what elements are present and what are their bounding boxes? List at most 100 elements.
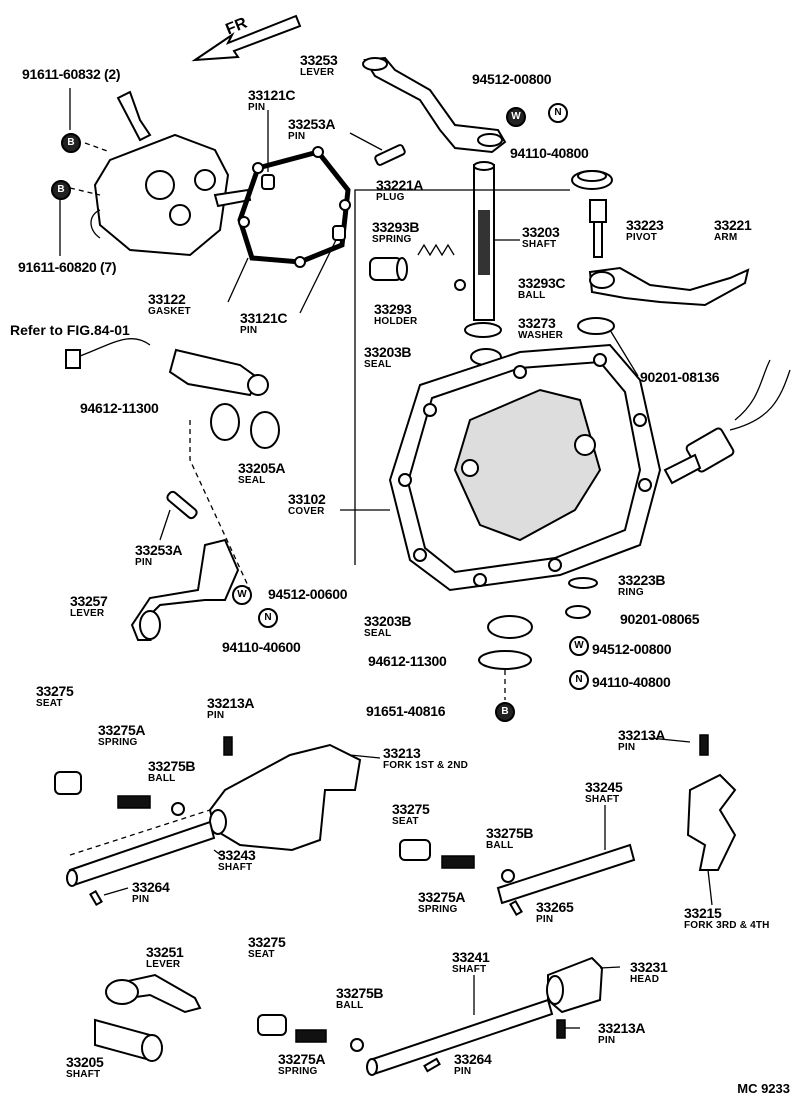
seal-33203b-bottom bbox=[487, 615, 533, 639]
seal-33205a bbox=[250, 411, 280, 449]
arm-33221 bbox=[588, 266, 750, 307]
nut-symbol-top: N bbox=[548, 103, 568, 123]
pin-33213a-bottom bbox=[556, 1019, 566, 1039]
callout-nut-94110-40800-top: 94110-40800 bbox=[510, 145, 589, 161]
shaft-33203 bbox=[473, 161, 495, 321]
sensor-left bbox=[65, 338, 269, 397]
nut-symbol-left: N bbox=[258, 608, 278, 628]
plug-33221a bbox=[571, 170, 613, 190]
callout-gasket-90201-08065: 90201-08065 bbox=[620, 611, 700, 627]
seat-33275-left bbox=[54, 771, 82, 795]
reference-note: Refer to FIG.84-01 bbox=[10, 322, 130, 338]
bolt-symbol-mid: B bbox=[51, 180, 71, 200]
head-33231 bbox=[546, 956, 604, 1014]
ring-33223b bbox=[568, 577, 598, 589]
switch-assembly-right bbox=[663, 359, 791, 485]
callout-washer-94512-00600: 94512-00600 bbox=[268, 586, 348, 602]
lever-33253 bbox=[362, 56, 507, 154]
front-direction-arrow bbox=[191, 14, 302, 62]
shaft-33205 bbox=[94, 1018, 163, 1062]
shaft-33245 bbox=[496, 843, 636, 905]
pivot-33223 bbox=[589, 199, 607, 258]
lever-33257 bbox=[130, 538, 240, 641]
spring-33275a-mid bbox=[441, 855, 475, 869]
pin-33264-left bbox=[89, 889, 103, 907]
callout-bolt-60820: 91611-60820 (7) bbox=[18, 259, 117, 275]
callout-bolt-60832: 91611-60832 (2) bbox=[22, 66, 121, 82]
callout-nut-94110-40800-bottom: 94110-40800 bbox=[592, 674, 671, 690]
shaft-33241 bbox=[366, 998, 554, 1076]
seat-33275-mid bbox=[399, 839, 431, 861]
pin-33265 bbox=[509, 899, 523, 917]
ball-33293c bbox=[454, 279, 466, 291]
fork-33213 bbox=[208, 743, 362, 852]
washer-94612-bottom bbox=[478, 650, 532, 670]
callout-washer-94612-bottom: 94612-11300 bbox=[368, 653, 447, 669]
callout-bolt-91651: 91651-40816 bbox=[366, 703, 446, 719]
bolt-symbol-bottom: B bbox=[495, 702, 515, 722]
washer-symbol-top: W bbox=[506, 107, 526, 127]
pin-33253a-mid bbox=[166, 490, 198, 520]
pin-33264-bottom bbox=[423, 1057, 441, 1073]
figure-id: MC 9233 bbox=[737, 1081, 790, 1096]
fork-33215 bbox=[686, 773, 737, 871]
washer-33273 bbox=[464, 322, 502, 338]
spring-33275a-bottom bbox=[295, 1029, 327, 1043]
pin-33213a-left bbox=[223, 736, 233, 756]
spring-33275a-left bbox=[117, 795, 151, 809]
seat-33275-bottom bbox=[257, 1014, 287, 1036]
callout-nut-94110-40600: 94110-40600 bbox=[222, 639, 301, 655]
nut-symbol-right: N bbox=[569, 670, 589, 690]
pin-33253a-top bbox=[374, 144, 406, 166]
pin-33213a-right bbox=[699, 734, 709, 756]
callout-washer-94512-00800-top: 94512-00800 bbox=[472, 71, 552, 87]
callout-gasket-90201-08136: 90201-08136 bbox=[640, 369, 720, 385]
spring-33293b bbox=[417, 243, 455, 257]
lever-33251 bbox=[105, 973, 202, 1014]
bolt-symbol-top: B bbox=[61, 133, 81, 153]
gasket-90201-08065-part bbox=[565, 605, 591, 619]
ball-33275b-mid bbox=[501, 869, 515, 883]
callout-washer-94512-00800-bottom: 94512-00800 bbox=[592, 641, 672, 657]
shaft-33243 bbox=[66, 820, 216, 887]
gasket-90201-08136-part bbox=[577, 317, 615, 335]
